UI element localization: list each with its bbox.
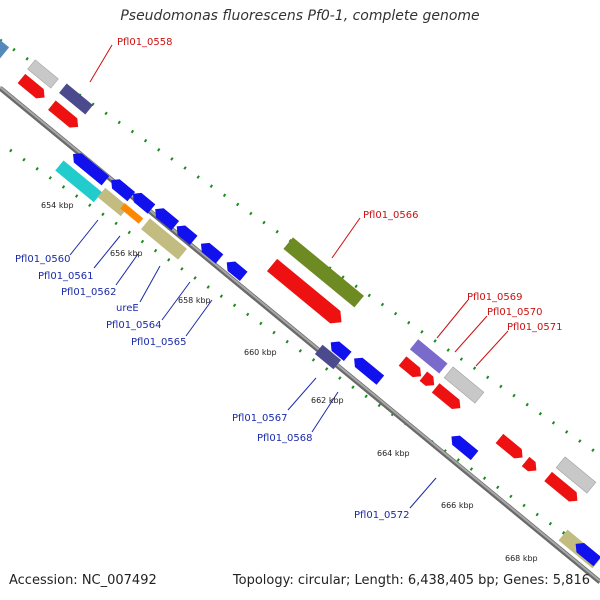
gene-arrow-red-1[interactable]: [17, 73, 49, 102]
gene-label-forward[interactable]: Pfl01_0569: [467, 292, 523, 303]
genome-summary-text: Topology: circular; Length: 6,438,405 bp…: [232, 573, 590, 588]
inner-tick-track: [9, 148, 600, 560]
gene-label-forward[interactable]: Pfl01_0571: [507, 322, 563, 333]
feature-orange-0562[interactable]: [120, 203, 144, 224]
gene-label-reverse[interactable]: Pfl01_0568: [257, 433, 313, 444]
label-leaders: [69, 44, 509, 509]
gene-label-reverse[interactable]: Pfl01_0564: [106, 320, 162, 331]
scale-label: 668 kbp: [505, 554, 538, 563]
scale-label: 666 kbp: [441, 501, 474, 510]
gene-label-forward[interactable]: Pfl01_0558: [117, 37, 173, 48]
gene-arrow-blue-0565[interactable]: [223, 258, 248, 281]
gene-arrow-blue-0564[interactable]: [197, 239, 224, 264]
gene-arrow-blue-0572[interactable]: [448, 432, 479, 461]
gene-arrow-blue-0560[interactable]: [69, 149, 110, 186]
feature-gray-0571[interactable]: [443, 366, 485, 404]
gene-label-forward[interactable]: Pfl01_0566: [363, 210, 419, 221]
feature-purple-0569[interactable]: [409, 339, 448, 374]
gene-arrow-blue-0568[interactable]: [350, 354, 385, 385]
gene-arrow-red-0570b[interactable]: [419, 371, 438, 390]
gene-label-reverse[interactable]: Pfl01_0565: [131, 337, 187, 348]
feature-steelblue[interactable]: [0, 39, 10, 59]
gene-label-reverse[interactable]: Pfl01_0572: [354, 510, 410, 521]
accession-text: Accession: NC_007492: [9, 573, 157, 588]
feature-khaki-urease[interactable]: [141, 218, 187, 260]
feature-purple-0558[interactable]: [59, 83, 93, 115]
scale-label: 656 kbp: [110, 249, 143, 258]
feature-gray-0557[interactable]: [27, 59, 59, 89]
gene-arrow-red-5[interactable]: [544, 471, 581, 505]
scale-label: 654 kbp: [41, 201, 74, 210]
gene-arrow-blue-bottom[interactable]: [572, 539, 600, 567]
scale-label: 662 kbp: [311, 396, 344, 405]
scale-label: 660 kbp: [244, 348, 277, 357]
gene-arrow-red-0570[interactable]: [398, 356, 425, 381]
gene-arrow-red-4[interactable]: [521, 456, 540, 475]
gene-label-reverse[interactable]: Pfl01_0562: [61, 287, 117, 298]
feature-purple-0567[interactable]: [314, 344, 342, 370]
gene-label-reverse[interactable]: Pfl01_0561: [38, 271, 94, 282]
gene-label-forward[interactable]: Pfl01_0570: [487, 307, 543, 318]
feature-gray-right[interactable]: [555, 456, 597, 494]
gene-arrow-blue-b[interactable]: [129, 189, 156, 214]
gene-arrow-blue-c[interactable]: [151, 204, 180, 231]
gene-label-reverse[interactable]: ureE: [116, 303, 139, 314]
scale-label: 664 kbp: [377, 449, 410, 458]
gene-arrow-blue-a[interactable]: [107, 175, 136, 202]
feature-cyan[interactable]: [55, 160, 103, 203]
feature-khaki-0561[interactable]: [97, 187, 129, 217]
gene-arrow-blue-0567a[interactable]: [327, 338, 352, 361]
gene-arrow-red-3[interactable]: [495, 433, 527, 462]
gene-label-reverse[interactable]: Pfl01_0560: [15, 254, 71, 265]
scale-label: 658 kbp: [178, 296, 211, 305]
gene-arrow-red-0566[interactable]: [266, 258, 347, 329]
gene-arrow-red-2[interactable]: [48, 100, 82, 132]
gene-label-reverse[interactable]: Pfl01_0567: [232, 413, 288, 424]
feature-olive-0566[interactable]: [283, 237, 364, 308]
gene-arrow-red-0571[interactable]: [431, 383, 464, 413]
gene-arrow-blue-d[interactable]: [173, 222, 198, 245]
map-title: Pseudomonas fluorescens Pf0-1, complete …: [120, 8, 480, 24]
